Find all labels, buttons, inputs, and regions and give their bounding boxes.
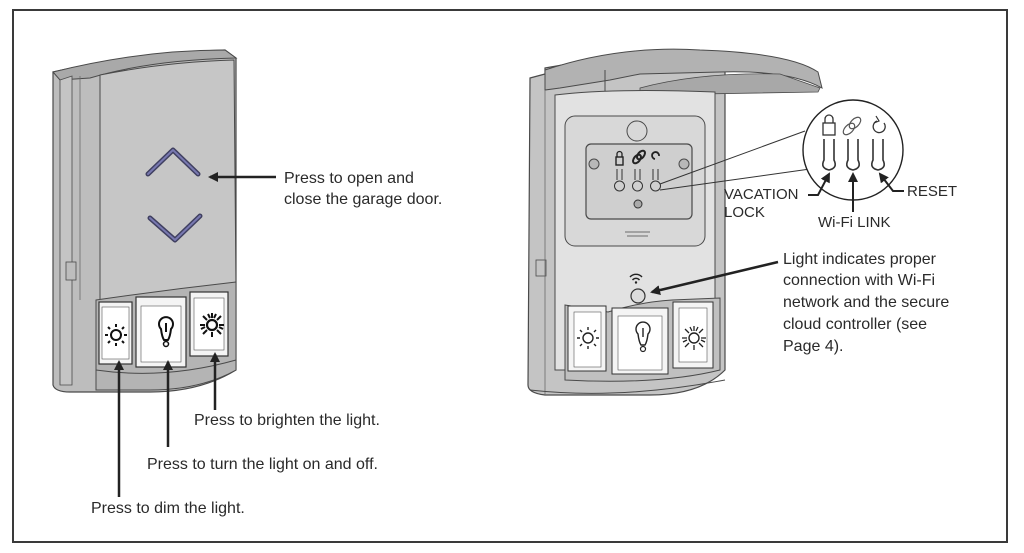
indicator-callout-line2: connection with Wi-Fi xyxy=(783,272,936,289)
wifi-link-button[interactable] xyxy=(631,149,646,192)
indicator-callout-line1: Light indicates proper xyxy=(783,251,936,268)
right-dim-light-button[interactable] xyxy=(567,305,607,372)
right-light-toggle-button[interactable] xyxy=(611,307,669,375)
right-device-cover xyxy=(544,48,823,91)
reset-button[interactable] xyxy=(650,151,661,192)
indicator-callout-line4: cloud controller (see xyxy=(783,316,928,333)
vacation-lock-label-line1: VACATION xyxy=(724,186,799,203)
left-device-top xyxy=(52,49,238,81)
reset-icon xyxy=(872,115,886,134)
indicator-callout-line5: Page 4). xyxy=(783,338,844,355)
brighten-callout: Press to brighten the light. xyxy=(194,412,380,429)
left-callout-arrows xyxy=(114,172,276,497)
reset-label: RESET xyxy=(907,183,958,200)
dim-light-icon xyxy=(105,324,127,346)
indicator-callout-arrow xyxy=(650,260,779,296)
light-toggle-icon xyxy=(635,321,651,353)
right-bright-light-button[interactable] xyxy=(672,301,714,369)
dim-light-icon xyxy=(577,327,599,349)
figure-frame xyxy=(12,9,1008,543)
vacation-lock-label-line2: LOCK xyxy=(724,204,765,221)
left-device-edge xyxy=(59,75,73,386)
light-toggle-button[interactable] xyxy=(135,296,187,368)
wifi-icon xyxy=(629,273,643,284)
dim-callout: Press to dim the light. xyxy=(91,500,245,517)
bright-light-icon xyxy=(200,313,224,337)
light-toggle-icon xyxy=(158,316,174,348)
wifi-indicator-light xyxy=(630,288,646,304)
detail-magnifier xyxy=(659,99,904,212)
bright-light-button[interactable] xyxy=(189,291,229,357)
right-device xyxy=(527,48,823,396)
door-callout-line1: Press to open and xyxy=(284,170,414,187)
left-device xyxy=(52,49,238,393)
chevron-down-icon xyxy=(147,213,203,243)
vacation-lock-button[interactable] xyxy=(614,150,625,192)
wifi-link-label: Wi-Fi LINK xyxy=(818,214,891,231)
link-icon xyxy=(842,116,862,136)
dim-light-button[interactable] xyxy=(98,301,133,365)
chevron-up-icon xyxy=(145,147,201,177)
bright-light-icon xyxy=(682,326,706,350)
door-callout-line2: close the garage door. xyxy=(284,191,443,208)
indicator-callout-line3: network and the secure xyxy=(783,294,950,311)
left-device-face xyxy=(99,59,237,301)
lock-icon xyxy=(822,114,836,136)
toggle-callout: Press to turn the light on and off. xyxy=(147,456,378,473)
